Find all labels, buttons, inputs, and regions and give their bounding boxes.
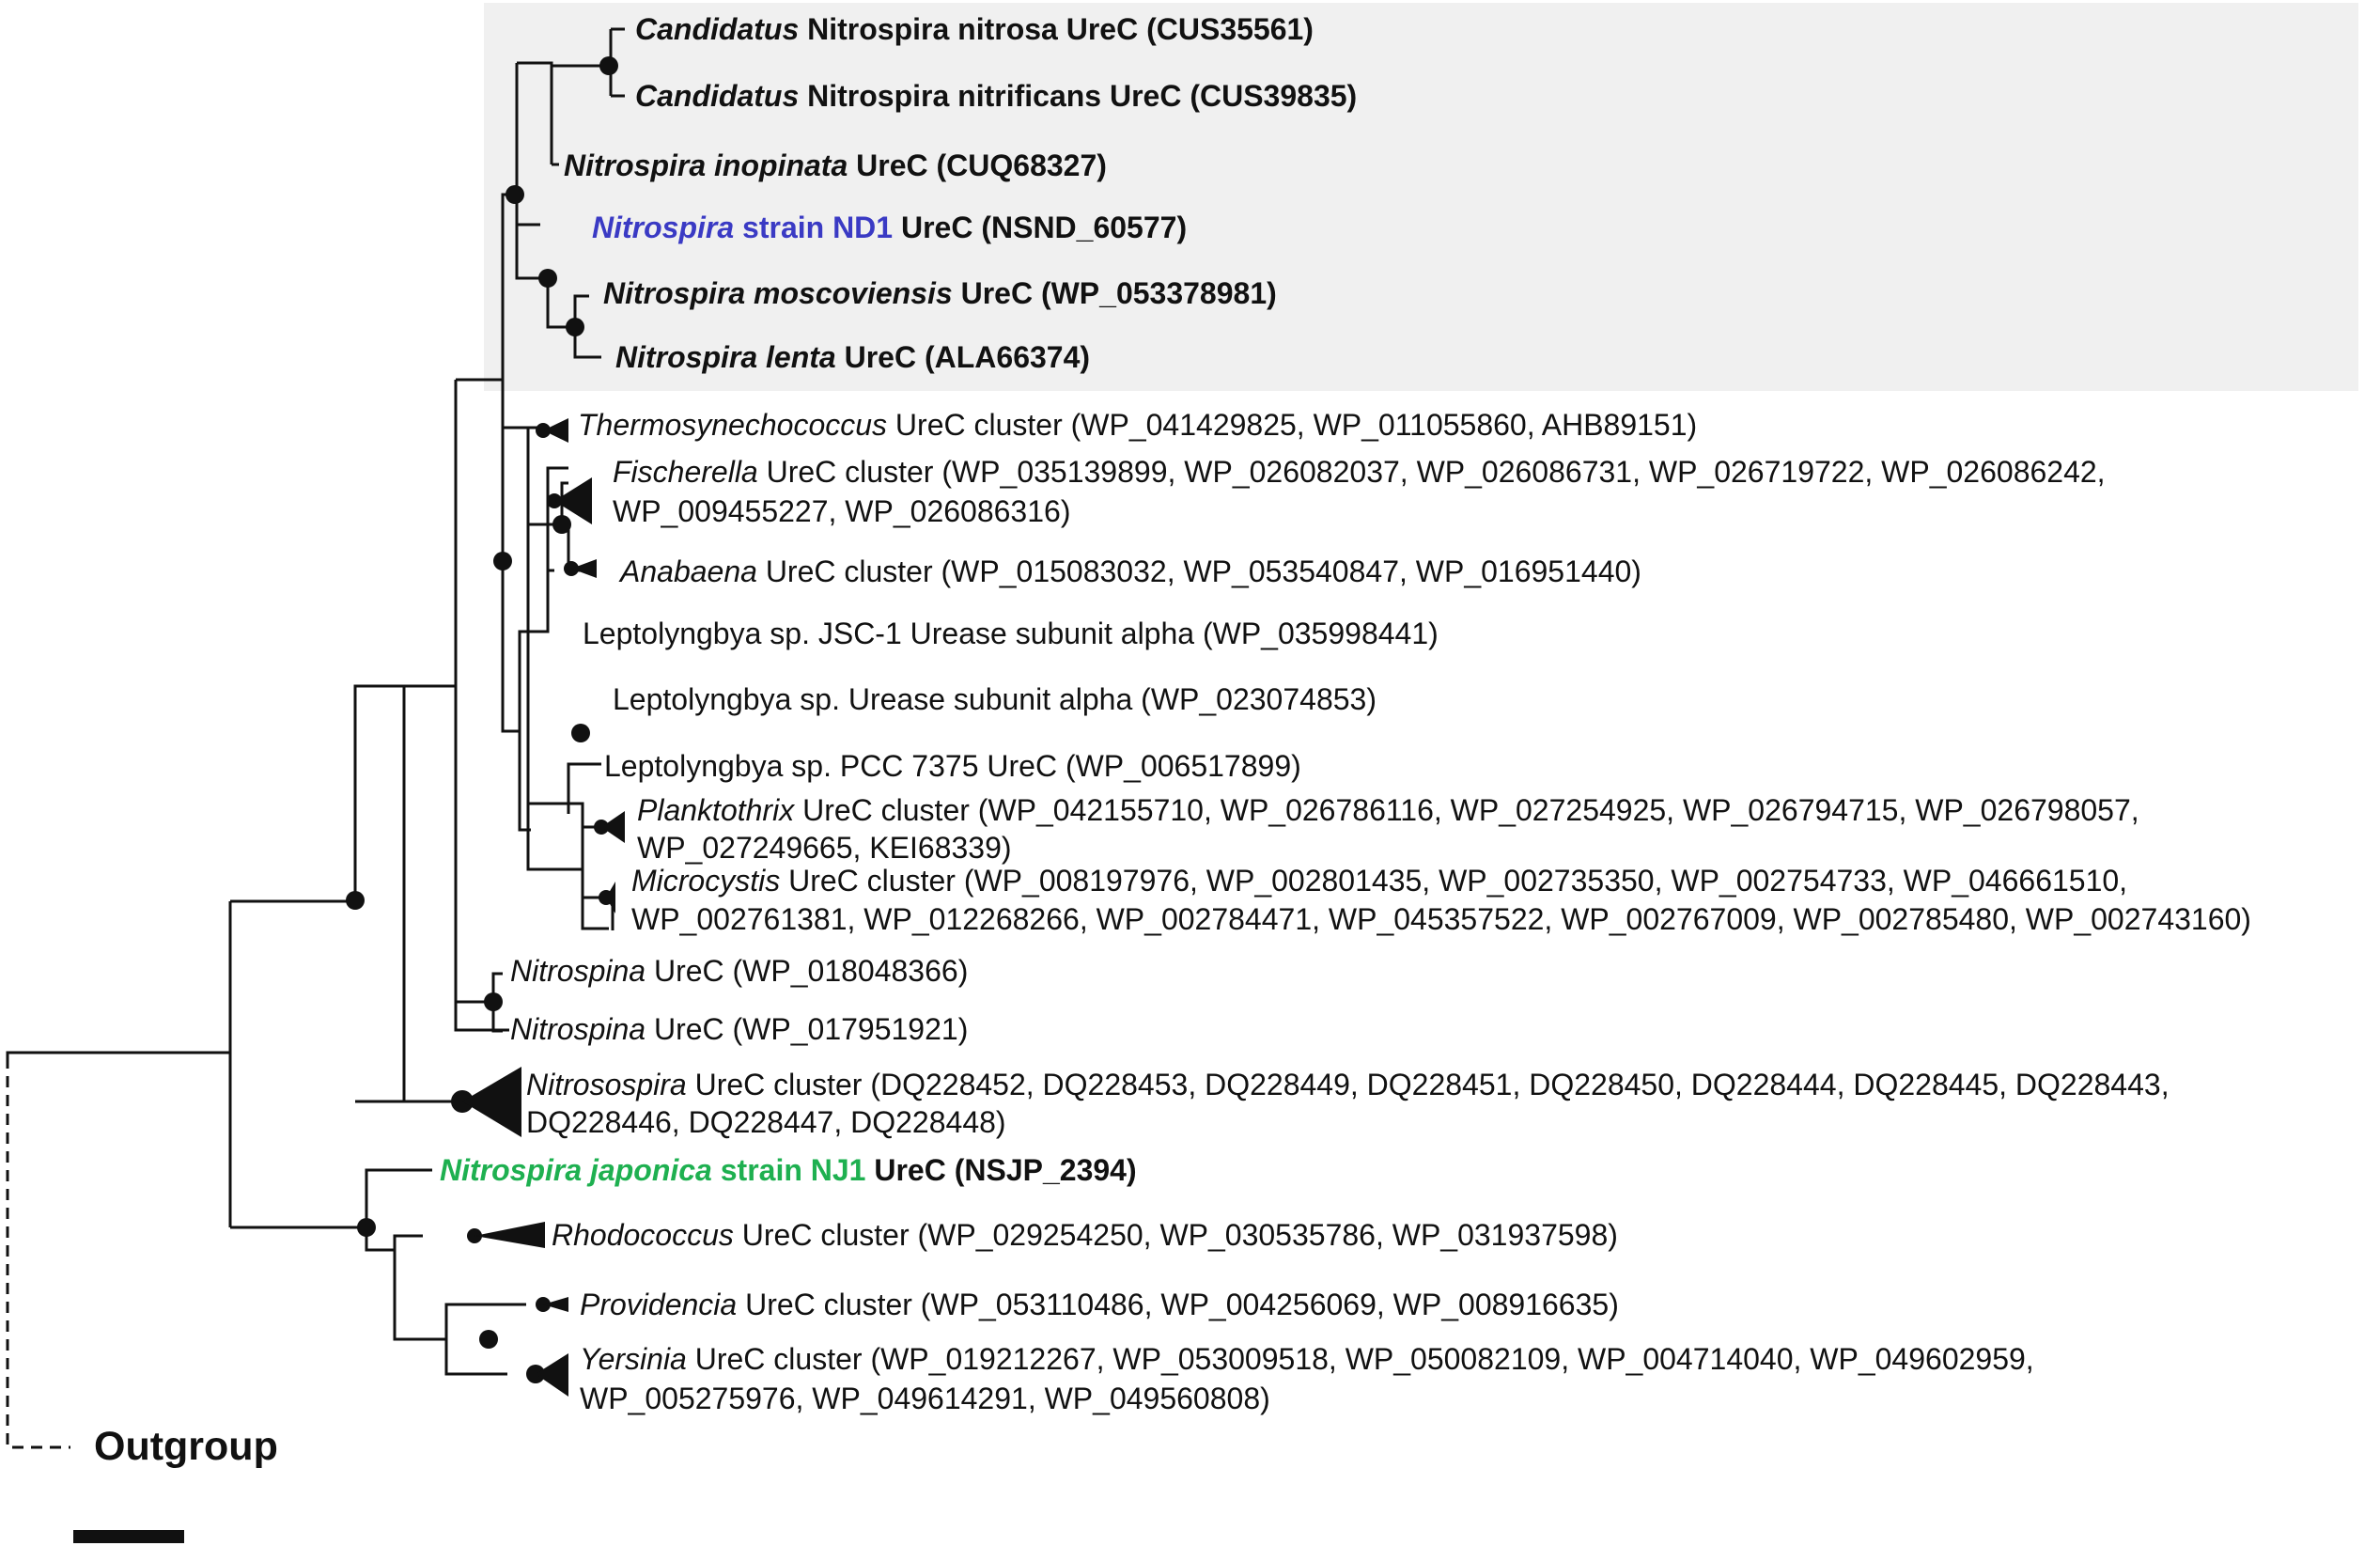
nitrosospira-clade-marker <box>451 1067 521 1137</box>
leaf-label: Leptolyngbya sp. PCC 7375 UreC (WP_00651… <box>604 749 1301 783</box>
leaf-label: WP_009455227, WP_026086316) <box>613 494 1070 528</box>
leaf-label-part: UreC cluster (WP_053110486, WP_004256069… <box>737 1288 1619 1321</box>
leaf-label-part: UreC cluster (WP_041429825, WP_011055860… <box>887 408 1697 442</box>
leaf-label: Nitrospira inopinata UreC (CUQ68327) <box>564 148 1107 182</box>
leaf-label: Nitrospira strain ND1 UreC (NSND_60577) <box>592 211 1187 244</box>
rhodococcus-clade-marker <box>467 1222 545 1248</box>
leaf-label-part: UreC cluster (WP_015083032, WP_053540847… <box>757 554 1641 588</box>
leaf-label-part: Candidatus <box>635 79 799 113</box>
leaf-label-part: DQ228446, DQ228447, DQ228448) <box>526 1105 1006 1139</box>
leaf-label-part: Nitrospira inopinata <box>564 148 848 182</box>
leaf-label-part: Leptolyngbya sp. Urease subunit alpha (W… <box>613 682 1377 716</box>
leaf-label-part: Yersinia <box>580 1342 687 1376</box>
providencia-clade-marker <box>536 1297 568 1312</box>
leaf-label: Anabaena UreC cluster (WP_015083032, WP_… <box>618 554 1641 588</box>
leaf-label: Rhodococcus UreC cluster (WP_029254250, … <box>552 1218 1618 1252</box>
leaf-label: Microcystis UreC cluster (WP_008197976, … <box>631 864 2127 898</box>
leaf-label: Planktothrix UreC cluster (WP_042155710,… <box>637 793 2139 827</box>
leaf-label-part: UreC (ALA66374) <box>836 340 1090 374</box>
leaf-label-part: UreC cluster (WP_035139899, WP_026082037… <box>758 455 2106 489</box>
leaf-label-part: Rhodococcus <box>552 1218 734 1252</box>
leaf-label: Leptolyngbya sp. Urease subunit alpha (W… <box>613 682 1377 716</box>
leaf-label-part: Nitrospira lenta <box>615 340 836 374</box>
leaf-label: Yersinia UreC cluster (WP_019212267, WP_… <box>580 1342 2034 1376</box>
leaf-label-part: WP_005275976, WP_049614291, WP_049560808… <box>580 1382 1270 1415</box>
leaf-label-part: Candidatus <box>635 12 799 46</box>
leaf-label-part: Nitrospina <box>510 1012 646 1046</box>
leaf-label: Nitrospina UreC (WP_017951921) <box>510 1012 968 1046</box>
leaf-label: WP_027249665, KEI68339) <box>637 831 1012 865</box>
leaf-label-part: UreC (NSND_60577) <box>893 211 1187 244</box>
leaf-label-part: WP_002761381, WP_012268266, WP_002784471… <box>631 902 2251 936</box>
leaf-label-part: strain ND1 <box>734 211 893 244</box>
nitrospira-highlight-box <box>484 3 2358 391</box>
leaf-label: Nitrospira lenta UreC (ALA66374) <box>615 340 1090 374</box>
scale-bar <box>73 1530 184 1543</box>
fischerella-clade-marker <box>547 477 592 524</box>
leaf-label-part: Nitrosospira <box>526 1068 687 1101</box>
leaf-label-part: UreC cluster (DQ228452, DQ228453, DQ2284… <box>687 1068 2170 1101</box>
leaf-label-part: Nitrospira nitrificans UreC (CUS39835) <box>799 79 1357 113</box>
leaf-label-part: Nitrospira moscoviensis <box>603 276 953 310</box>
leaf-labels: Candidatus Nitrospira nitrosa UreC (CUS3… <box>440 12 2251 1415</box>
leaf-label: Candidatus Nitrospira nitrificans UreC (… <box>635 79 1357 113</box>
leaf-label-part: Fischerella <box>613 455 758 489</box>
leaf-label-part: Thermosynechococcus <box>578 408 887 442</box>
leaf-label-part: Nitrospira japonica <box>440 1153 712 1187</box>
leaf-label: Nitrospina UreC (WP_018048366) <box>510 954 968 988</box>
leaf-label: Providencia UreC cluster (WP_053110486, … <box>580 1288 1619 1321</box>
leaf-label: Fischerella UreC cluster (WP_035139899, … <box>613 455 2106 489</box>
yersinia-clade-marker <box>526 1353 568 1397</box>
leaf-label-part: strain NJ1 <box>712 1153 866 1187</box>
leaf-label-part: UreC (CUQ68327) <box>848 148 1107 182</box>
thermosynechococcus-clade-marker <box>536 418 568 443</box>
outgroup-label: Outgroup <box>94 1424 278 1469</box>
leaf-label: Nitrospira moscoviensis UreC (WP_0533789… <box>603 276 1277 310</box>
microcystis-clade-marker <box>599 882 615 914</box>
leaf-label-part: UreC cluster (WP_008197976, WP_002801435… <box>780 864 2127 898</box>
leaf-label-part: UreC cluster (WP_029254250, WP_030535786… <box>734 1218 1618 1252</box>
leaf-label: Nitrosospira UreC cluster (DQ228452, DQ2… <box>526 1068 2170 1101</box>
leaf-label-part: UreC cluster (WP_019212267, WP_053009518… <box>687 1342 2034 1376</box>
anabaena-clade-marker <box>564 559 597 578</box>
leaf-label-part: Leptolyngbya sp. JSC-1 Urease subunit al… <box>583 617 1439 650</box>
leaf-label: Nitrospira japonica strain NJ1 UreC (NSJ… <box>440 1153 1137 1187</box>
bootstrap-nodes <box>346 56 618 1349</box>
leaf-label-part: Nitrospira nitrosa UreC (CUS35561) <box>799 12 1314 46</box>
leaf-label-part: WP_027249665, KEI68339) <box>637 831 1012 865</box>
leaf-label-part: WP_009455227, WP_026086316) <box>613 494 1070 528</box>
leaf-label: Leptolyngbya sp. JSC-1 Urease subunit al… <box>583 617 1439 650</box>
leaf-label: Thermosynechococcus UreC cluster (WP_041… <box>578 408 1697 442</box>
leaf-label-part: Planktothrix <box>637 793 795 827</box>
leaf-label-part: Anabaena <box>618 554 757 588</box>
leaf-label-part: Nitrospina <box>510 954 646 988</box>
leaf-label: WP_002761381, WP_012268266, WP_002784471… <box>631 902 2251 936</box>
leaf-label-part: Leptolyngbya sp. PCC 7375 UreC (WP_00651… <box>604 749 1301 783</box>
leaf-label-part: Microcystis <box>631 864 780 898</box>
leaf-label: WP_005275976, WP_049614291, WP_049560808… <box>580 1382 1270 1415</box>
leaf-label-part: UreC cluster (WP_042155710, WP_026786116… <box>794 793 2139 827</box>
leaf-label: Candidatus Nitrospira nitrosa UreC (CUS3… <box>635 12 1314 46</box>
leaf-label-part: UreC (NSJP_2394) <box>865 1153 1136 1187</box>
leaf-label-part: Providencia <box>580 1288 737 1321</box>
leaf-label-part: UreC (WP_018048366) <box>646 954 968 988</box>
leaf-label-part: UreC (WP_053378981) <box>953 276 1277 310</box>
planktothrix-clade-marker <box>594 811 625 843</box>
leaf-label-part: UreC (WP_017951921) <box>646 1012 968 1046</box>
leaf-label-part: Nitrospira <box>592 211 734 244</box>
leaf-label: DQ228446, DQ228447, DQ228448) <box>526 1105 1006 1139</box>
collapsed-clade-markers <box>451 418 625 1397</box>
